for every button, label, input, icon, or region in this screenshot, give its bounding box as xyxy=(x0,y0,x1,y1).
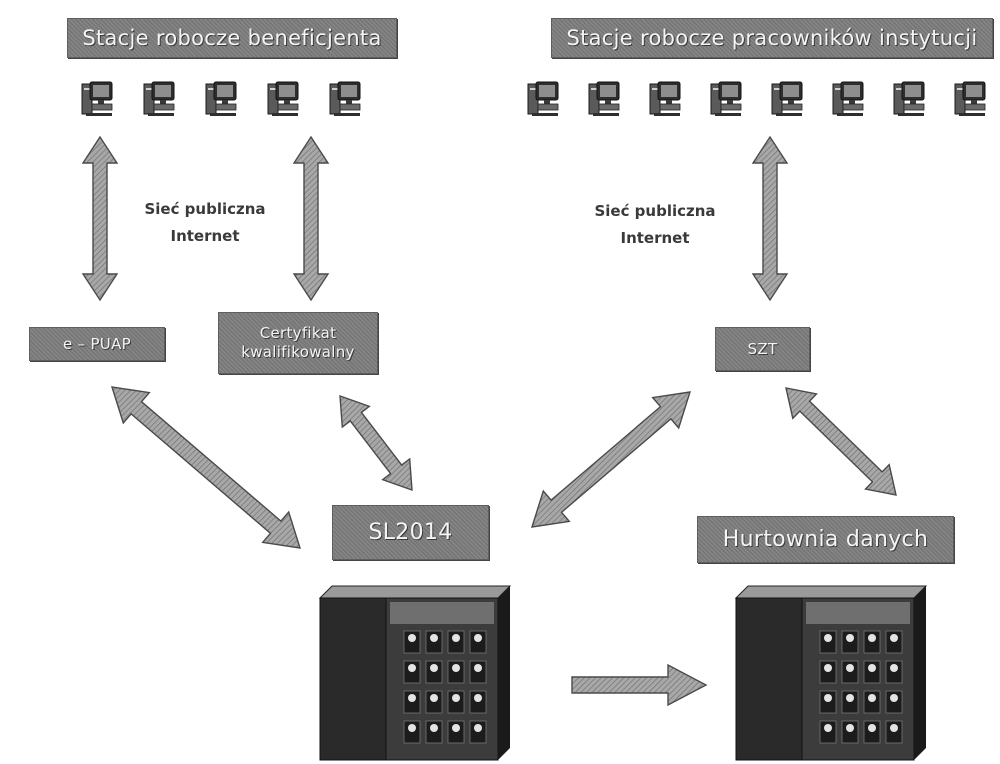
desktop-computer-icon xyxy=(710,81,742,116)
public-network-label-right: Sieć publiczna Internet xyxy=(580,198,730,252)
desktop-computer-icon xyxy=(649,81,681,116)
institution-workstations-box: Stacje robocze pracowników instytucji xyxy=(551,18,993,58)
double-arrow-icon xyxy=(292,135,330,302)
nas-server-icon xyxy=(318,585,512,761)
beneficiary-workstations-box: Stacje robocze beneficjenta xyxy=(67,18,397,58)
replication-arrow-icon xyxy=(571,663,708,707)
public-network-label-left: Sieć publiczna Internet xyxy=(130,196,280,250)
nas-server-icon xyxy=(734,585,928,761)
desktop-computer-icon xyxy=(832,81,864,116)
desktop-computer-icon xyxy=(329,81,361,116)
desktop-computer-icon xyxy=(771,81,803,116)
szt-box: SZT xyxy=(715,327,810,371)
desktop-computer-icon xyxy=(954,81,986,116)
double-arrow-icon xyxy=(81,135,119,302)
public-network-label-right-line2: Internet xyxy=(620,229,690,247)
desktop-computer-icon xyxy=(81,81,113,116)
double-arrow-icon xyxy=(785,387,897,496)
desktop-computer-icon xyxy=(893,81,925,116)
sl2014-box: SL2014 xyxy=(332,505,489,560)
public-network-label-left-line1: Sieć publiczna xyxy=(144,200,266,218)
desktop-computer-icon xyxy=(205,81,237,116)
double-arrow-icon xyxy=(751,135,789,302)
public-network-label-left-line2: Internet xyxy=(170,227,240,245)
public-network-label-right-line1: Sieć publiczna xyxy=(594,202,716,220)
double-arrow-icon xyxy=(110,386,302,549)
desktop-computer-icon xyxy=(143,81,175,116)
qualified-certificate-box: Certyfikat kwalifikowalny xyxy=(218,312,378,374)
desktop-computer-icon xyxy=(267,81,299,116)
double-arrow-icon xyxy=(339,394,413,492)
epuap-box: e – PUAP xyxy=(29,327,165,361)
desktop-computer-icon xyxy=(527,81,559,116)
data-warehouse-box: Hurtownia danych xyxy=(697,516,954,563)
double-arrow-icon xyxy=(530,391,692,528)
desktop-computer-icon xyxy=(588,81,620,116)
